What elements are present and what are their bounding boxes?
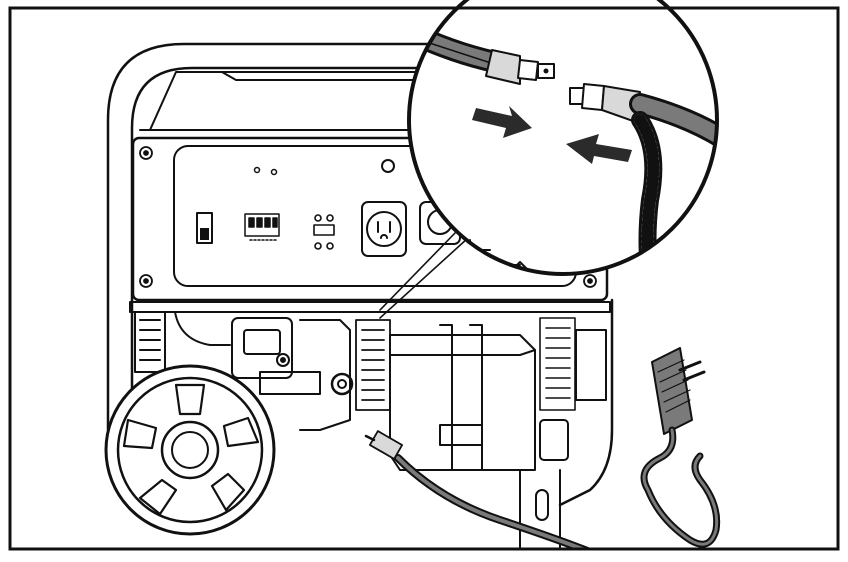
wheel-spokes bbox=[122, 383, 260, 516]
cable-plug bbox=[364, 430, 404, 460]
wall-charger-icon bbox=[640, 347, 721, 548]
circuit-breakers bbox=[313, 214, 335, 250]
reset-button bbox=[381, 159, 395, 173]
arrow-left-pointing-icon bbox=[566, 134, 632, 164]
outlet-receptacle bbox=[361, 201, 407, 257]
battery bbox=[389, 324, 536, 471]
battery-charge-cable bbox=[364, 430, 593, 549]
indicator-light bbox=[270, 168, 278, 176]
indicator-light bbox=[253, 166, 261, 174]
cylinder-fins bbox=[355, 319, 391, 411]
engine-compartment bbox=[129, 301, 611, 549]
panel-screws bbox=[139, 146, 597, 288]
support-leg bbox=[519, 469, 561, 549]
callout-lines bbox=[379, 232, 469, 319]
meter-display bbox=[244, 213, 280, 241]
arrow-right-pointing-icon bbox=[472, 106, 532, 138]
wheel bbox=[104, 364, 276, 536]
generator-frame bbox=[106, 42, 614, 507]
